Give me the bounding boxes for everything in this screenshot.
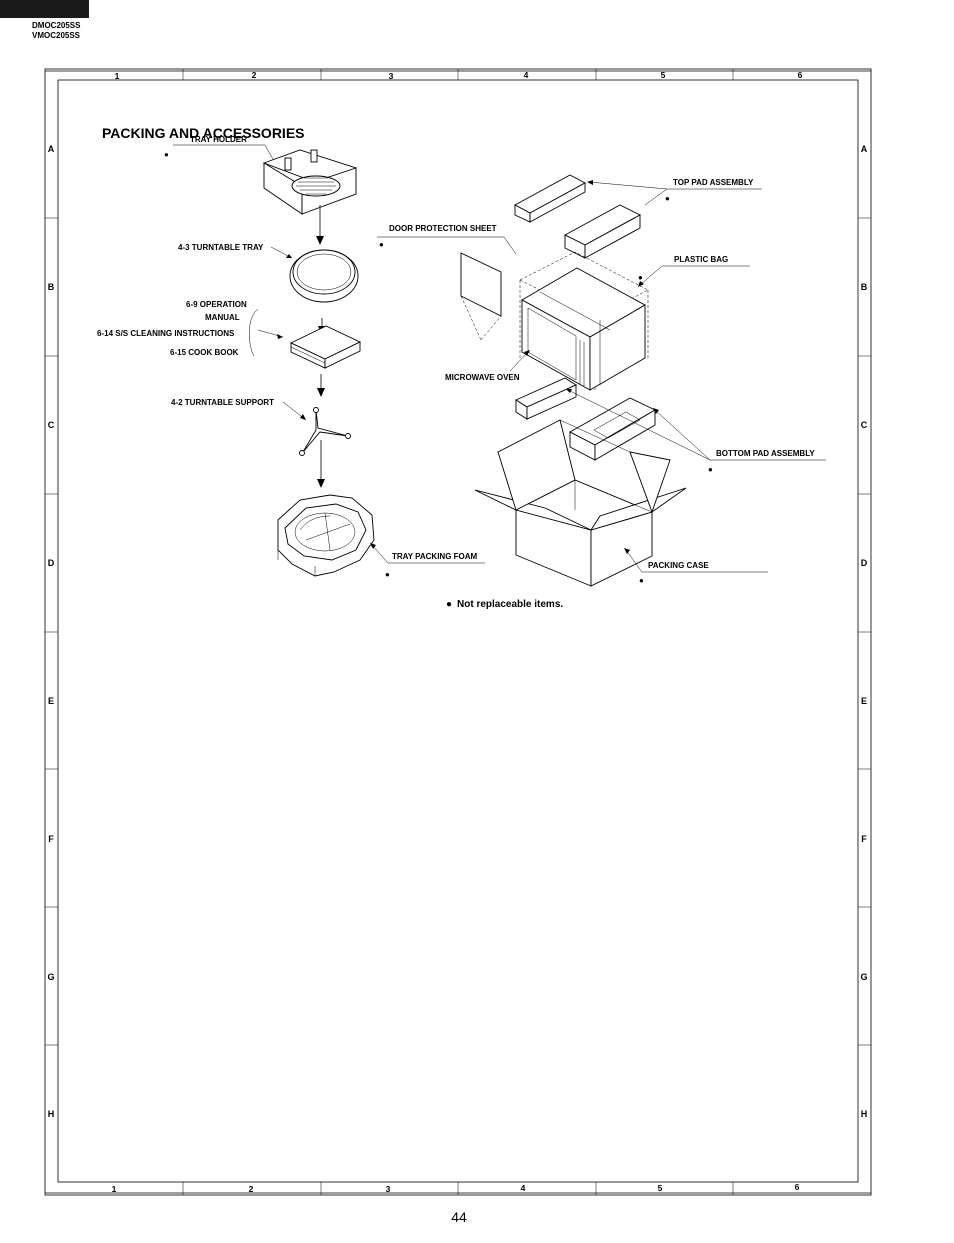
col-num-bottom-4: 4	[521, 1183, 526, 1193]
packing-case-drawing	[474, 419, 687, 587]
label-microwave-oven: MICROWAVE OVEN	[445, 373, 520, 382]
bullet-door-protection-sheet: ●	[379, 240, 384, 249]
label-packing-case: PACKING CASE	[648, 561, 709, 570]
turntable-tray-drawing	[289, 249, 359, 303]
label-door-protection-sheet: DOOR PROTECTION SHEET	[389, 224, 497, 233]
row-let-right-f: F	[861, 834, 867, 844]
label-turntable-tray: 4-3 TURNTABLE TRAY	[178, 243, 264, 252]
bullet-top-pad-assembly: ●	[665, 194, 670, 203]
col-num-top-1: 1	[115, 71, 120, 81]
row-let-right-a: A	[861, 144, 868, 154]
col-num-top-6: 6	[798, 70, 803, 80]
turntable-support-drawing	[299, 407, 351, 456]
bottom-pad-assembly-drawing	[515, 377, 656, 461]
note-not-replaceable: Not replaceable items.	[457, 599, 563, 610]
row-let-left-d: D	[48, 558, 55, 568]
row-let-right-g: G	[860, 972, 867, 982]
row-let-right-c: C	[861, 420, 868, 430]
col-num-bottom-3: 3	[386, 1184, 391, 1194]
label-cleaning-instructions: 6-14 S/S CLEANING INSTRUCTIONS	[97, 329, 235, 338]
column-ticks	[182, 69, 734, 1195]
tray-packing-foam-drawing	[277, 494, 375, 577]
outer-frame	[44, 68, 872, 1196]
label-plastic-bag: PLASTIC BAG	[674, 255, 728, 264]
row-let-right-b: B	[861, 282, 868, 292]
row-let-left-b: B	[48, 282, 55, 292]
row-let-left-c: C	[48, 420, 55, 430]
manuals-drawing	[289, 325, 362, 369]
col-num-bottom-1: 1	[112, 1184, 117, 1194]
col-num-top-3: 3	[389, 71, 394, 81]
note-bullet: ●	[446, 599, 452, 610]
row-let-left-g: G	[47, 972, 54, 982]
label-tray-packing-foam: TRAY PACKING FOAM	[392, 552, 478, 561]
row-let-left-e: E	[48, 696, 54, 706]
label-tray-holder: TRAY HOLDER	[190, 135, 247, 144]
bullet-tray-holder: ●	[164, 150, 169, 159]
row-let-right-h: H	[861, 1109, 868, 1119]
row-let-left-a: A	[48, 144, 55, 154]
row-let-right-d: D	[861, 558, 868, 568]
label-operation-manual-2: MANUAL	[205, 313, 240, 322]
bullet-bottom-pad-assembly: ●	[708, 465, 713, 474]
row-ticks	[45, 217, 871, 1046]
col-num-top-4: 4	[524, 70, 529, 80]
col-num-bottom-6: 6	[795, 1182, 800, 1192]
col-num-bottom-5: 5	[658, 1183, 663, 1193]
col-num-top-5: 5	[661, 70, 666, 80]
label-top-pad-assembly: TOP PAD ASSEMBLY	[673, 178, 754, 187]
label-turntable-support: 4-2 TURNTABLE SUPPORT	[171, 398, 274, 407]
col-num-top-2: 2	[252, 70, 257, 80]
row-let-right-e: E	[861, 696, 867, 706]
model-number-2: VMOC205SS	[32, 31, 81, 40]
label-cook-book: 6-15 COOK BOOK	[170, 348, 239, 357]
label-operation-manual-1: 6-9 OPERATION	[186, 300, 247, 309]
diagram-title: PACKING AND ACCESSORIES	[102, 125, 305, 141]
row-let-left-h: H	[48, 1109, 55, 1119]
door-protection-sheet-drawing	[460, 252, 502, 341]
page-number: 44	[451, 1209, 467, 1225]
label-bottom-pad-assembly: BOTTOM PAD ASSEMBLY	[716, 449, 815, 458]
model-number-1: DMOC205SS	[32, 21, 81, 30]
bullet-plastic-bag: ●	[638, 273, 643, 282]
arrow-down-1	[316, 236, 324, 245]
tray-holder-drawing	[262, 149, 358, 215]
top-pad-assembly-drawing	[514, 174, 641, 259]
row-let-left-f: F	[48, 834, 54, 844]
header-tab	[0, 0, 89, 18]
bullet-packing-case: ●	[639, 576, 644, 585]
microwave-oven-drawing	[521, 267, 646, 391]
col-num-bottom-2: 2	[249, 1184, 254, 1194]
bullet-tray-packing-foam: ●	[385, 570, 390, 579]
